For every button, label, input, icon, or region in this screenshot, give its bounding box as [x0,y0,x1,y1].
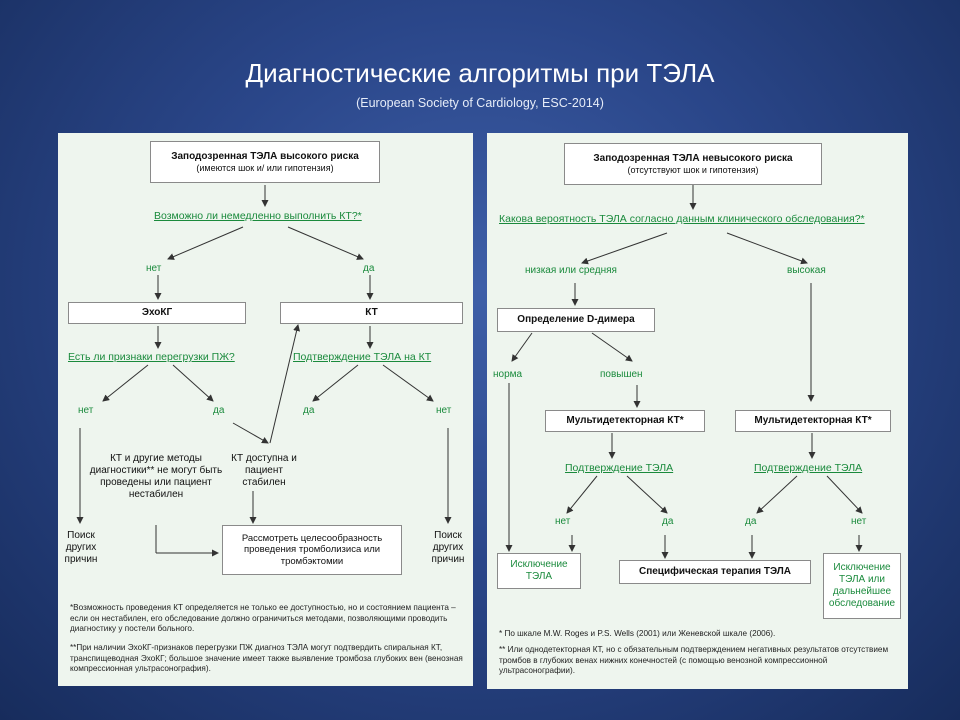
thrombolysis-box: Рассмотреть целесообразность проведения … [222,525,402,575]
left-question-ct: Возможно ли немедленно выполнить КТ?* [154,210,362,222]
right-arrows [505,185,863,559]
other-methods-text: КТ и другие методы диагностики** не могу… [89,453,223,500]
echo-box: ЭхоКГ [68,302,246,324]
label-high: высокая [787,265,826,276]
left-label-no-2: нет [78,405,94,416]
left-label-yes: да [363,263,375,274]
ddimer-box: Определение D-димера [497,308,655,332]
right-label-yes-2: да [745,516,757,527]
label-normal: норма [493,369,523,380]
left-start-title: Заподозренная ТЭЛА высокого риска [171,150,359,162]
slide-title: Диагностические алгоритмы при ТЭЛА [245,58,715,88]
left-start-sub: (имеются шок и/ или гипотензия) [196,162,334,173]
search-other-causes-left: Поиск других причин [64,530,98,565]
left-question-rv-overload: Есть ли признаки перегрузки ПЖ? [68,351,235,363]
left-arrows [76,185,452,557]
right-start-box: Заподозренная ТЭЛА невысокого риска (отс… [564,143,822,185]
label-low-mid: низкая или средняя [525,265,617,276]
right-confirm-2: Подтверждение ТЭЛА [754,462,863,474]
ct-available-text: КТ доступна и пациент стабилен [231,453,297,488]
right-label-yes-1: да [662,516,674,527]
left-question-ct-confirm: Подтверждение ТЭЛА на КТ [293,351,432,363]
left-start-box: Заподозренная ТЭЛА высокого риска (имеют… [150,141,380,183]
right-label-no-1: нет [555,516,571,527]
left-label-yes-2: да [213,405,225,416]
ct-box: КТ [280,302,463,324]
mdct-box-1: Мультидетекторная КТ* [545,410,705,432]
search-other-causes-right: Поиск других причин [431,530,465,565]
right-start-sub: (отсутствуют шок и гипотензия) [627,164,759,175]
right-footnote-2: ** Или однодетекторная КТ, но с обязател… [499,645,889,676]
left-footnote-1: *Возможность проведения КТ определяется … [70,603,456,634]
mdct-box-2: Мультидетекторная КТ* [735,410,891,432]
left-algorithm-panel: Заподозренная ТЭЛА высокого риска (имеют… [58,133,473,686]
left-footnote-2: **При наличии ЭхоКГ-признаков перегрузки… [70,643,463,674]
therapy-box: Специфическая терапия ТЭЛА [619,560,811,584]
left-label-no-3: нет [436,405,452,416]
right-footnote-1: * По шкале M.W. Roges и P.S. Wells (2001… [499,629,776,638]
right-question-probability: Какова вероятность ТЭЛА согласно данным … [499,213,865,225]
right-confirm-1: Подтверждение ТЭЛА [565,462,674,474]
left-label-yes-3: да [303,405,315,416]
right-label-no-2: нет [851,516,867,527]
label-elevated: повышен [600,369,643,380]
right-algorithm-panel: Заподозренная ТЭЛА невысокого риска (отс… [487,133,908,689]
right-start-title: Заподозренная ТЭЛА невысокого риска [593,152,793,164]
exclusion-box-2: Исключение ТЭЛА или дальнейшее обследова… [823,553,901,619]
left-label-no: нет [146,263,162,274]
slide-subtitle: (European Society of Cardiology, ESC-201… [356,96,604,110]
exclusion-box-1: Исключение ТЭЛА [497,553,581,589]
